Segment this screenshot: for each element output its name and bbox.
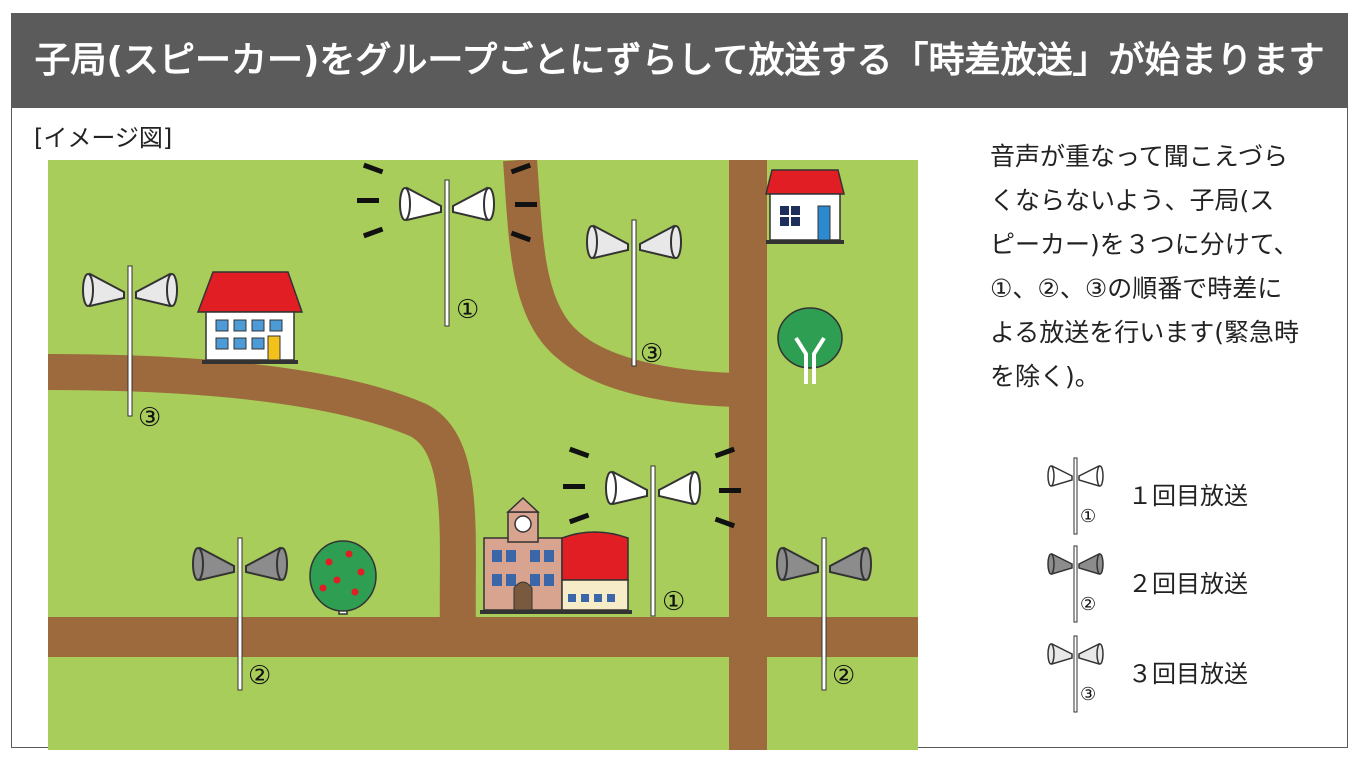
legend-item: ③ ３回目放送 xyxy=(1040,634,1290,714)
legend-marker: ② xyxy=(1080,594,1096,615)
house-icon xyxy=(765,169,845,244)
legend-label: １回目放送 xyxy=(1128,482,1248,510)
speaker-marker: ② xyxy=(248,661,271,691)
description-line: ①、②、③の順番で時差に xyxy=(990,274,1283,303)
apple-tree-icon xyxy=(309,540,377,615)
speaker-marker: ② xyxy=(832,661,855,691)
speaker-icon xyxy=(357,162,537,327)
speaker-icon: ② xyxy=(1047,545,1104,623)
speaker-marker: ① xyxy=(662,587,685,617)
speaker-icon xyxy=(563,446,741,617)
road-left-curve xyxy=(48,354,476,631)
page-title: 子局(スピーカー)をグループごとにずらして放送する「時差放送」が始まります xyxy=(34,40,1325,81)
speaker-icon xyxy=(586,219,682,367)
sound-wave-icon xyxy=(563,446,741,529)
speaker-icon xyxy=(776,537,872,691)
speaker-icon xyxy=(192,537,288,691)
speaker-icon: ③ xyxy=(1047,635,1104,713)
speaker-icon xyxy=(82,265,178,417)
legend-label: ２回目放送 xyxy=(1128,570,1248,598)
legend-marker: ① xyxy=(1080,506,1096,527)
map-illustration: ① ③ ③ ① ② ② xyxy=(48,160,918,750)
description-line: よる放送を行います(緊急時 xyxy=(990,318,1300,347)
house-icon xyxy=(196,271,304,364)
legend-label: ３回目放送 xyxy=(1128,660,1248,688)
image-label: [イメージ図] xyxy=(34,124,173,152)
description-line: くならないよう、子局(ス xyxy=(990,186,1275,215)
description-line: 音声が重なって聞こえづら xyxy=(990,142,1289,171)
description-line: を除く)。 xyxy=(990,362,1100,391)
speaker-marker: ③ xyxy=(138,403,161,433)
sound-wave-icon xyxy=(357,162,537,243)
school-icon xyxy=(480,496,632,614)
tree-icon xyxy=(777,307,843,384)
road-top-curve xyxy=(503,160,749,407)
legend-item: ② ２回目放送 xyxy=(1040,544,1290,624)
legend-marker: ③ xyxy=(1080,684,1096,705)
roads xyxy=(48,160,918,750)
grass-area xyxy=(48,160,918,750)
speaker-icon: ① xyxy=(1047,457,1104,535)
title-bar: 子局(スピーカー)をグループごとにずらして放送する「時差放送」が始まります xyxy=(11,13,1348,108)
speaker-marker: ① xyxy=(456,295,479,325)
description-line: ピーカー)を３つに分けて、 xyxy=(990,230,1299,259)
speaker-marker: ③ xyxy=(640,339,663,369)
legend-item: ① １回目放送 xyxy=(1040,456,1290,536)
description-text: 音声が重なって聞こえづら くならないよう、子局(ス ピーカー)を３つに分けて、 … xyxy=(990,135,1335,399)
